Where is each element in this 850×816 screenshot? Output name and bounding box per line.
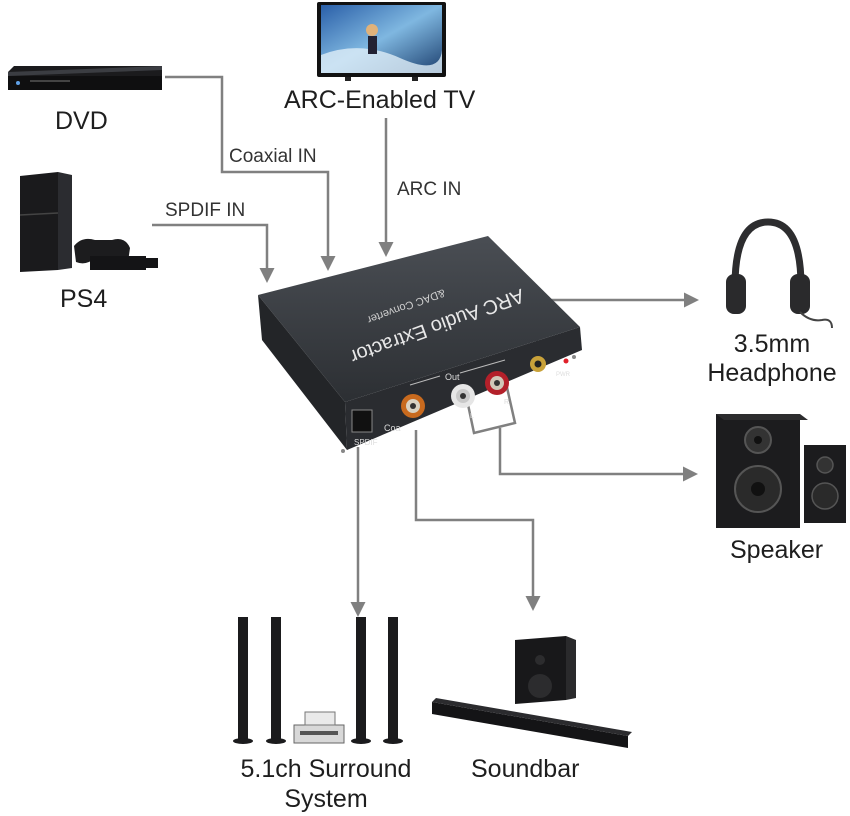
out-label: Out [445, 372, 460, 382]
coaxial-in-label: Coaxial IN [229, 146, 317, 167]
arc-audio-extractor-device: ARC Audio Extractor &DAC Converter Out S… [258, 236, 582, 453]
rca-bracket [464, 382, 517, 435]
dvd-label: DVD [55, 107, 108, 135]
headphone-label-line2: Headphone [707, 359, 837, 387]
spdif-in-line [152, 223, 275, 283]
headphone-label-line1: 3.5mm [733, 330, 811, 358]
coax-port-label: Coa [384, 423, 401, 433]
headphone-icon [726, 218, 833, 329]
surround-label-line2: System [284, 785, 368, 813]
speaker-label: Speaker [730, 536, 824, 564]
left-rca-port [451, 384, 475, 408]
coaxial-in-line [165, 75, 336, 271]
spdif-port [351, 409, 373, 433]
surround-label-line1: 5.1ch Surround [240, 755, 412, 783]
coax-rca-port [401, 394, 425, 418]
left-label: L [470, 413, 474, 420]
tv-icon [317, 2, 446, 81]
dvd-player-icon [8, 66, 162, 90]
headphone-jack [530, 356, 546, 372]
surround-system-icon [233, 617, 403, 744]
speaker-icon [716, 414, 846, 528]
power-led [563, 358, 569, 364]
ps4-console-icon [19, 172, 158, 272]
right-label: R [504, 399, 509, 406]
right-rca-port [485, 371, 509, 395]
pwr-label: PWR [556, 372, 571, 378]
speaker-out-line [498, 428, 698, 482]
soundbar-icon [432, 636, 632, 748]
spdif-in-label: SPDIF IN [165, 200, 246, 221]
soundbar-out-line [414, 430, 541, 611]
spdif-port-label: SPDIF [354, 438, 378, 447]
tv-label: ARC-Enabled TV [284, 86, 476, 114]
arc-in-label: ARC IN [397, 179, 462, 200]
soundbar-label: Soundbar [471, 755, 580, 783]
ps4-label: PS4 [60, 285, 108, 313]
